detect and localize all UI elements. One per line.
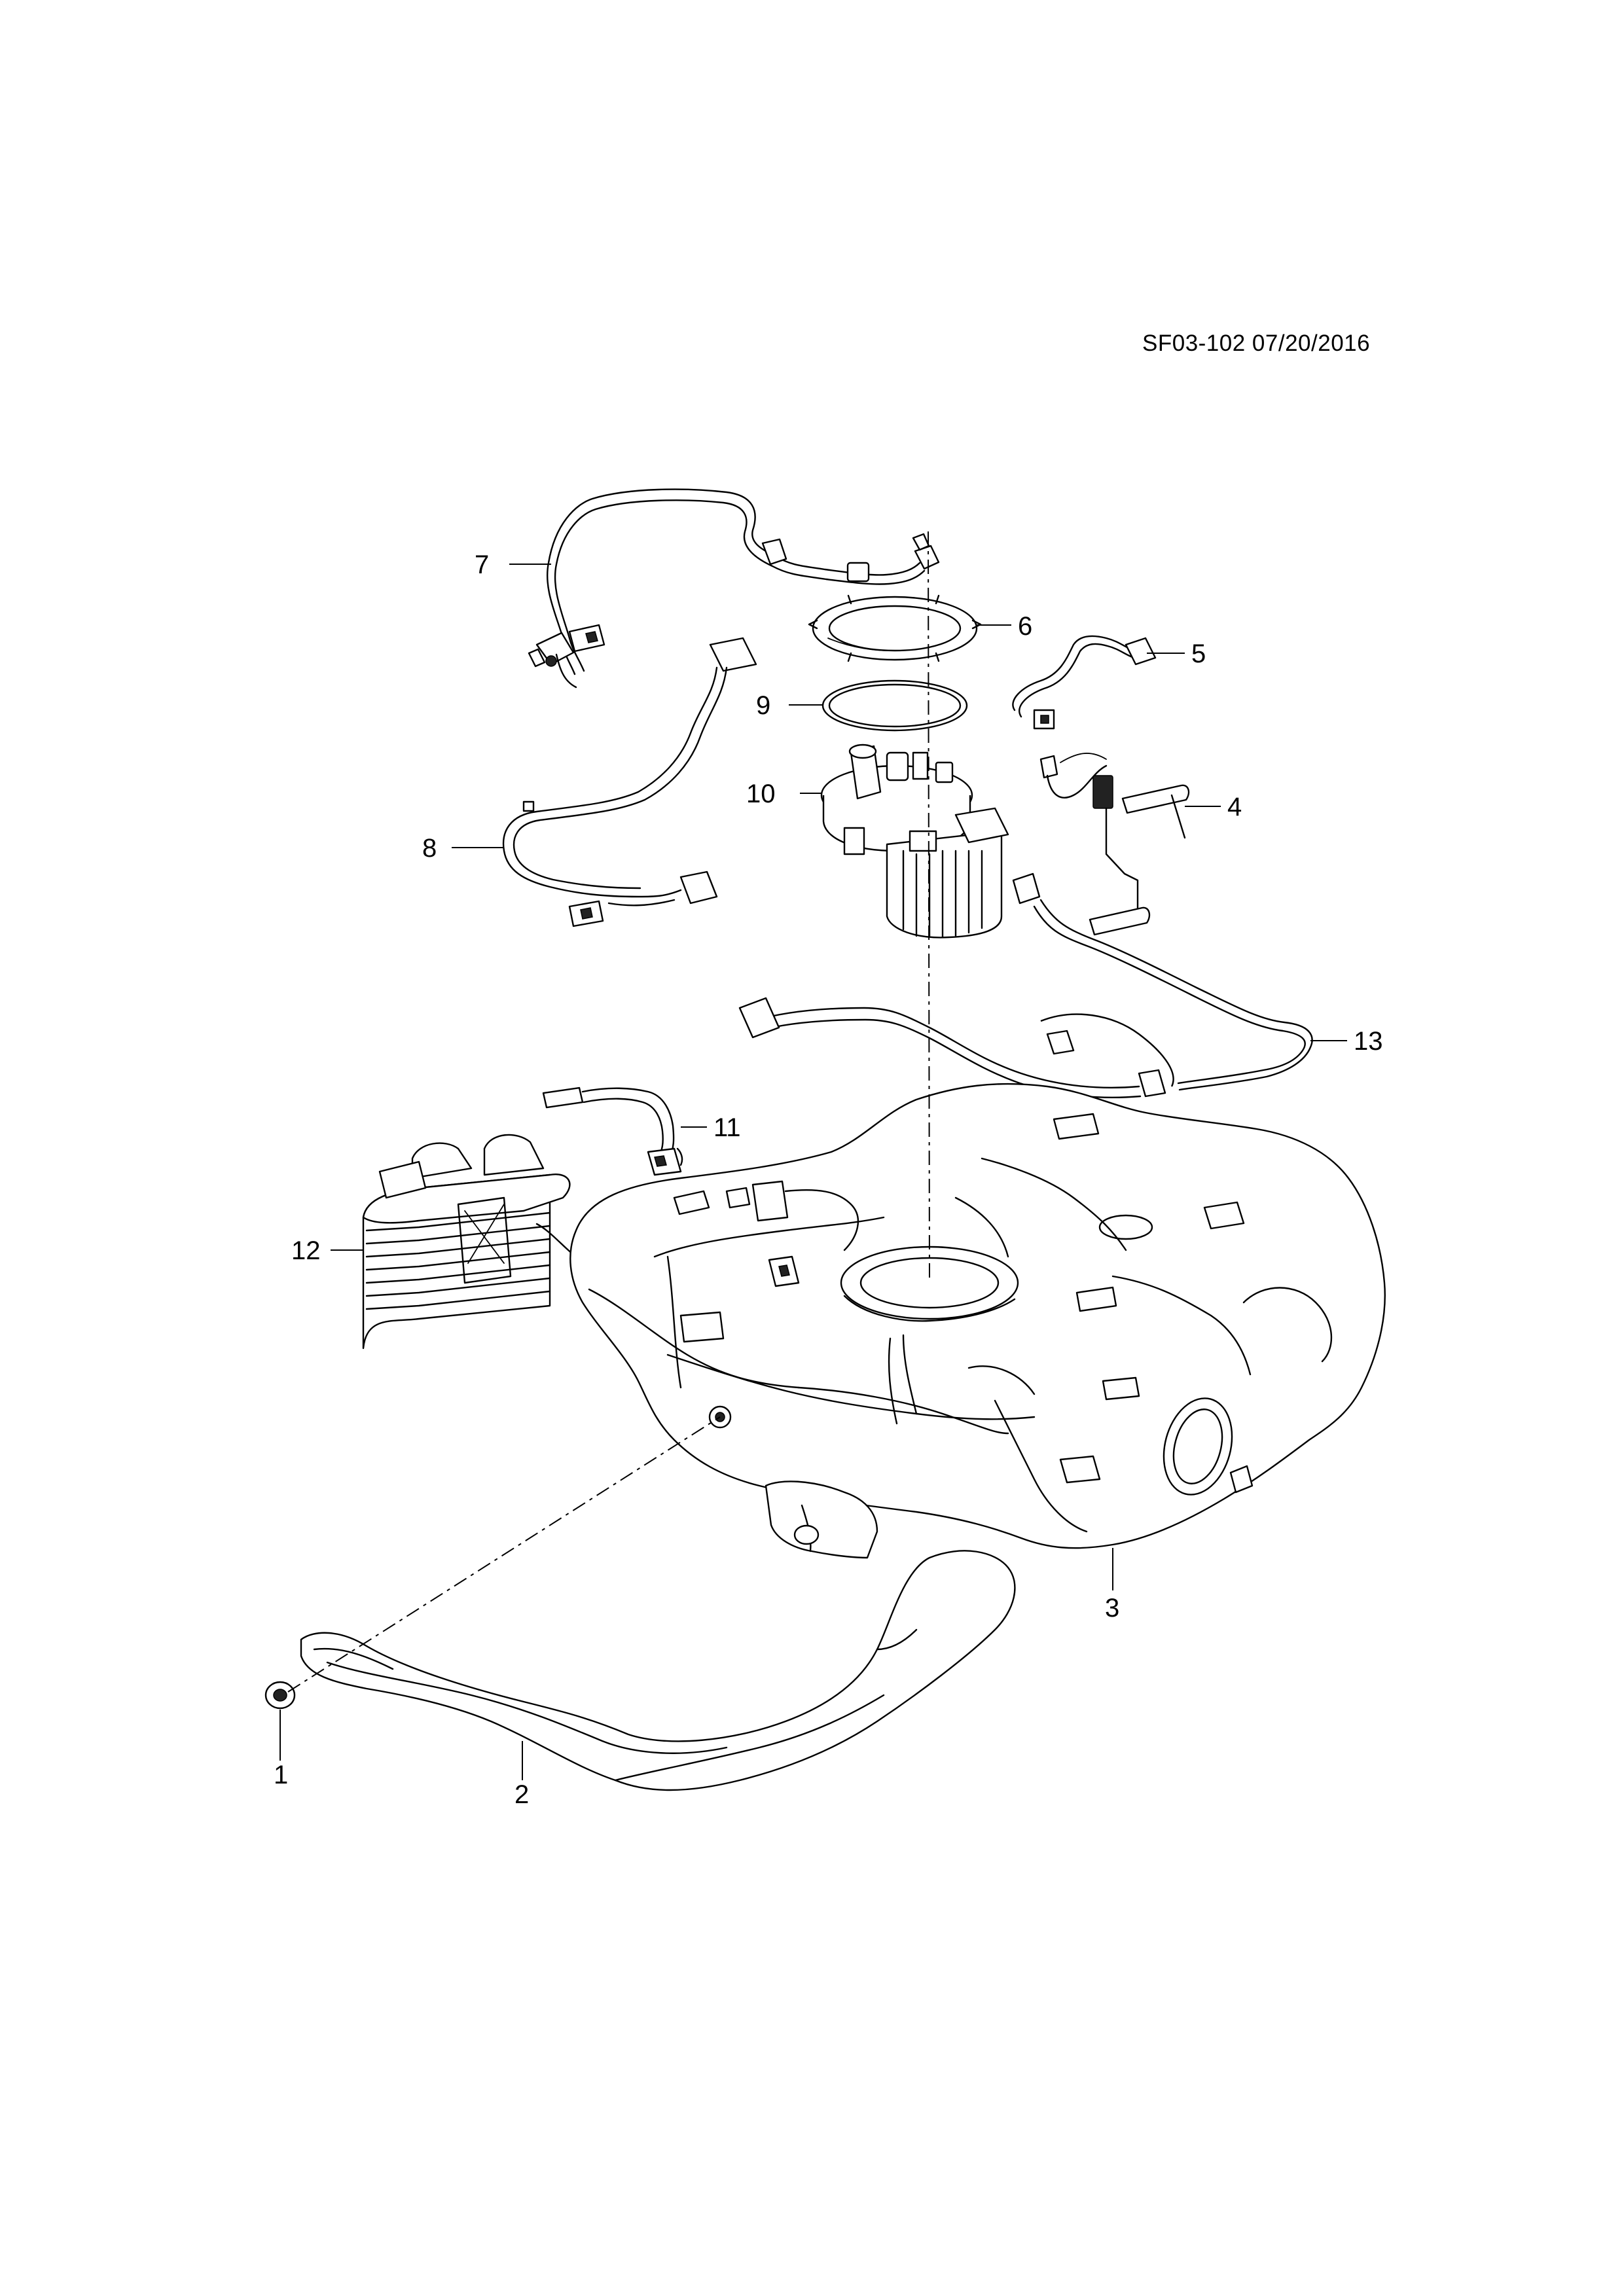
callout-3: 3 — [1105, 1594, 1119, 1623]
part-6-lock-ring — [808, 594, 982, 662]
callout-4: 4 — [1227, 793, 1242, 821]
callout-labels: 1 2 3 4 5 6 7 8 9 10 11 12 13 — [274, 550, 1383, 1809]
callout-1: 1 — [274, 1761, 288, 1789]
callout-8: 8 — [422, 834, 437, 863]
callout-12: 12 — [291, 1236, 321, 1265]
part-3-fuel-tank — [569, 1083, 1386, 1549]
part-4-level-sender — [1039, 753, 1190, 936]
alignment-lines — [287, 531, 930, 1693]
part-2-heat-shield — [300, 1480, 1016, 1791]
callout-2: 2 — [514, 1780, 529, 1809]
part-12-evap-canister — [362, 1134, 577, 1350]
reference-code: SF03-102 07/20/2016 — [1142, 331, 1371, 356]
callout-5: 5 — [1191, 639, 1206, 668]
part-9-seal — [821, 679, 968, 732]
part-10-fuel-pump — [820, 744, 1009, 939]
part-1-nut — [264, 1681, 296, 1710]
part-5-pipe — [1012, 635, 1157, 730]
part-13-fuel-line — [738, 872, 1313, 1098]
part-11-vent-pipe — [542, 1086, 683, 1176]
leader-lines — [280, 564, 1347, 1780]
callout-6: 6 — [1018, 612, 1032, 641]
callout-9: 9 — [756, 691, 770, 720]
callout-10: 10 — [746, 780, 776, 808]
part-7-harness — [528, 488, 940, 689]
callout-13: 13 — [1354, 1027, 1383, 1056]
part-8-harness — [502, 637, 757, 927]
callout-7: 7 — [475, 550, 489, 579]
callout-11: 11 — [713, 1113, 741, 1142]
